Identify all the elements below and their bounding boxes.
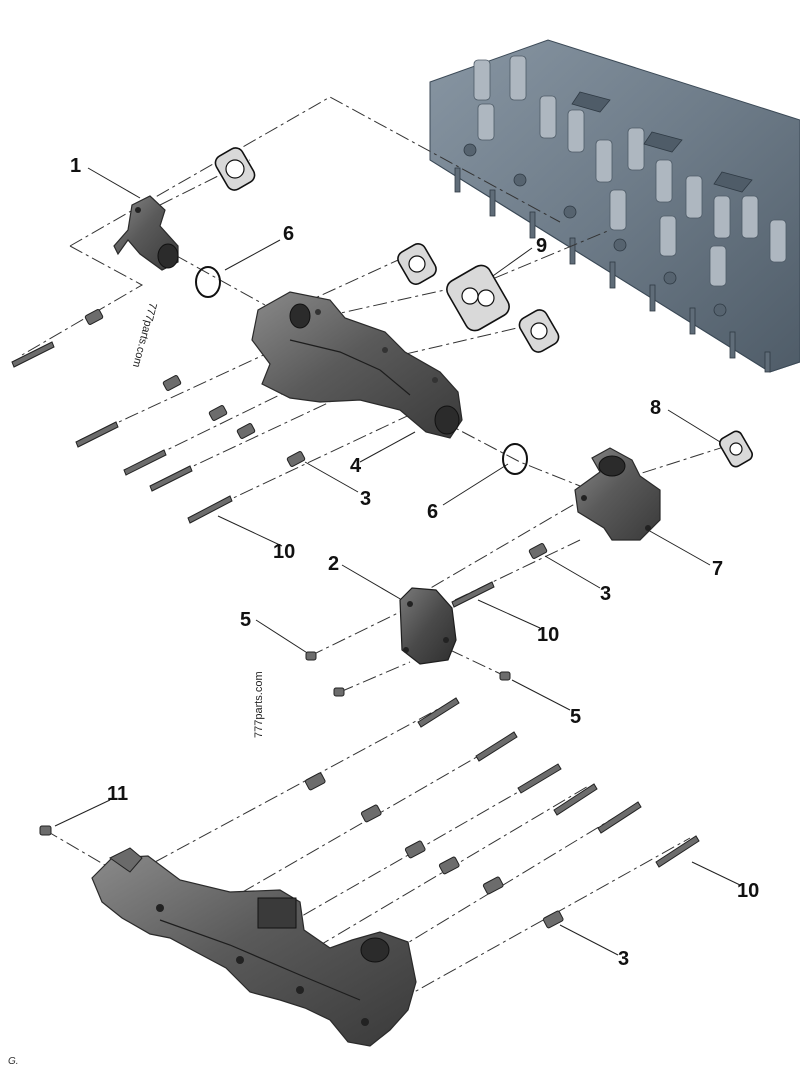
callout-6-upper: 6 [283, 223, 294, 245]
callout-labels: 1 6 9 4 3 6 8 10 2 7 3 5 10 5 11 10 3 [70, 155, 759, 970]
callout-8: 8 [650, 397, 661, 419]
callout-7: 7 [712, 558, 723, 580]
callout-10-lower: 10 [737, 880, 759, 902]
elbow-part-7 [574, 447, 661, 541]
callout-10-middle: 10 [537, 624, 559, 646]
callout-10-upper: 10 [273, 541, 295, 563]
gasket-right [719, 430, 753, 468]
callout-9: 9 [536, 235, 547, 257]
manifold-upper [251, 291, 463, 439]
callout-5-right: 5 [570, 706, 581, 728]
spacer-sleeves [84, 309, 564, 929]
callout-6-middle: 6 [427, 501, 438, 523]
small-screws [39, 651, 511, 836]
callout-3-upper: 3 [360, 488, 371, 510]
gasket-double [446, 264, 510, 332]
gasket-upper-right [397, 243, 437, 285]
callout-3-lower: 3 [618, 948, 629, 970]
gasket-top [214, 147, 256, 191]
callout-1: 1 [70, 155, 81, 177]
callout-3-middle: 3 [600, 583, 611, 605]
gasket-middle [518, 309, 560, 353]
cover-part-2 [399, 587, 457, 665]
o-ring-top [195, 266, 221, 298]
cylinder-head [429, 39, 800, 373]
callout-2: 2 [328, 553, 339, 575]
exhaust-manifold-lower [91, 847, 417, 1047]
watermark-middle: 777parts.com [253, 671, 265, 738]
callout-4: 4 [350, 455, 362, 477]
callout-5-left: 5 [240, 609, 251, 631]
o-ring-middle [502, 443, 528, 475]
leader-lines [54, 167, 741, 956]
elbow-part-1 [113, 195, 179, 271]
valve-springs [473, 55, 787, 287]
bolts [11, 341, 700, 868]
callout-11: 11 [107, 783, 128, 805]
corner-mark: G. [8, 1056, 19, 1067]
watermark-top: 777parts.com [130, 301, 159, 368]
